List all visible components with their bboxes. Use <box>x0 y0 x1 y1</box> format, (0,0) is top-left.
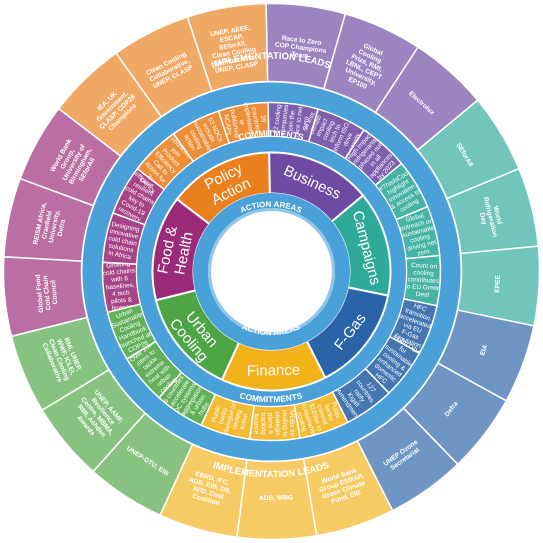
commitment-text: Publicbanksdialogue oncoolingaction <box>209 397 253 439</box>
implementation-lead-text: IEA, UKGovernment,CLASP, COP26Champions <box>88 83 142 137</box>
commitment-text: HFCtransitionacceleratedvia EUF-Gasregul… <box>391 299 437 351</box>
commitment-text: 12 coolingcompaniesjoin therace to netze… <box>272 103 311 138</box>
commitment-text: 6 countriesaccelerateDC systems,aggregat… <box>161 372 217 426</box>
action-area-label-finance: Finance <box>247 362 301 380</box>
commitment-text: UrbanSustainableCoolingHandbooklaunched … <box>108 304 156 357</box>
implementation-lead-segment <box>10 316 110 412</box>
commitment-text: Globaloutreach onsustainablecoolingdrivi… <box>398 210 442 260</box>
commitments-label-top: COMMITMENTS <box>237 128 305 142</box>
commitment-text: Designinginnovativecold chainsolutionsin… <box>105 221 141 262</box>
implementation-lead-text: ADB, WBG <box>259 494 293 502</box>
commitment-text: High impactrefrigerantsphased outin alla… <box>346 132 401 186</box>
implementation-lead-text: EIA <box>479 344 489 357</box>
commitment-text: #ThisIsCoolhighlightinnovation& access t… <box>378 169 425 217</box>
commitments-band <box>137 137 406 406</box>
implementation-lead-text: EPEE <box>494 274 502 293</box>
commitment-text: Over 100cities totackleextremeheat withu… <box>129 341 182 397</box>
commitment-text: Count oncoolingcontributesto EU GreenDea… <box>405 262 443 300</box>
commitments-label-bottom: COMMITMENTS <box>239 390 304 404</box>
commitment-text: Publicbankscommit$185bn tosustainablecoo… <box>293 394 344 439</box>
action-areas-band <box>193 193 350 350</box>
implementation-leads-band <box>82 82 461 461</box>
implementation-lead-text: Global FoodCold ChainCouncil <box>35 273 60 313</box>
center-hub <box>208 208 335 335</box>
commitment-text: MDBs tiecooling tostrategicplans &tracki… <box>252 409 295 438</box>
action-area-label-food-health: Food &Health <box>154 225 197 279</box>
commitment-segment <box>106 303 157 360</box>
implementation-lead-text: UNEP, AEEE,ESCAP,SEforAll,Clean CoolingC… <box>208 24 259 75</box>
commitments-ring: Growingcold chainswith 6baselines,4 tech… <box>101 101 443 442</box>
